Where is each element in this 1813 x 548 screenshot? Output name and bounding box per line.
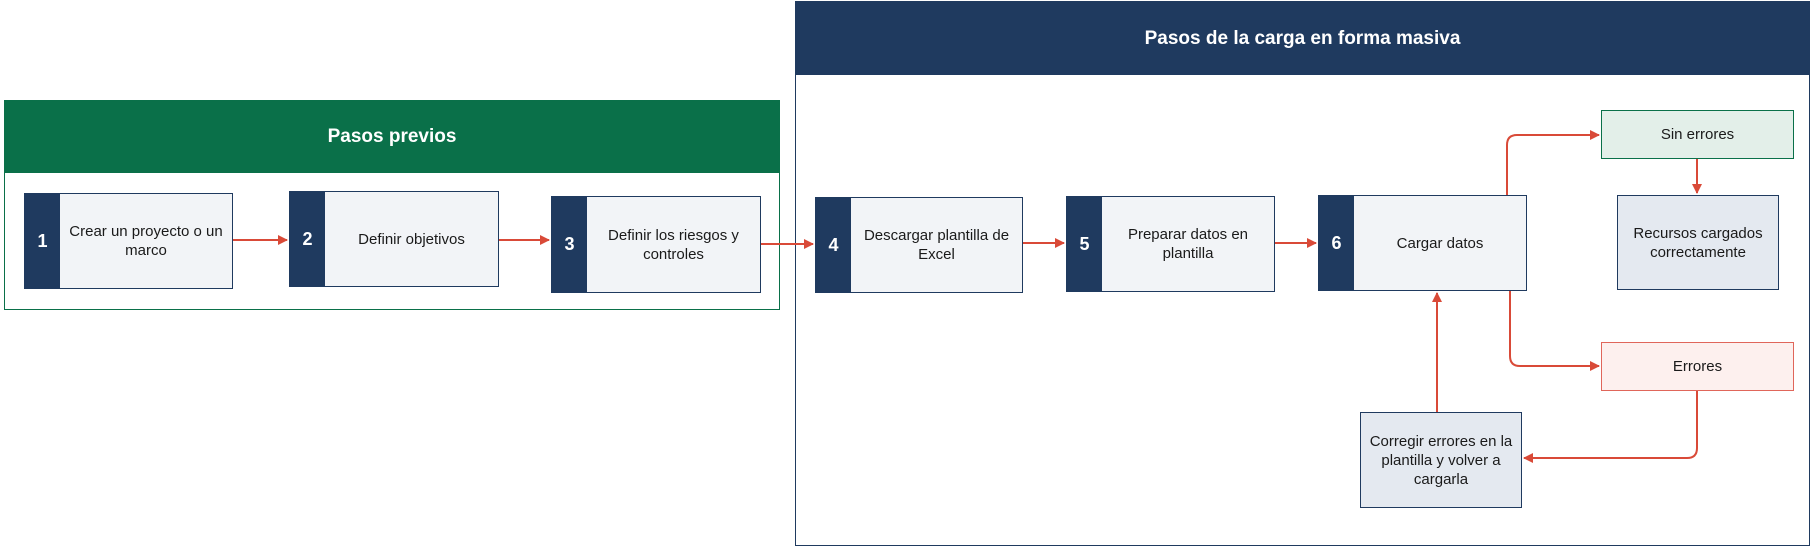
step-2-number: 2 <box>290 192 325 286</box>
previous-steps-title: Pasos previos <box>327 126 457 147</box>
step-6-card: 6 Cargar datos <box>1318 195 1527 291</box>
step-2-card: 2 Definir objetivos <box>289 191 499 287</box>
bulk-upload-header: Pasos de la carga en forma masiva <box>796 2 1809 75</box>
step-6-number: 6 <box>1319 196 1354 290</box>
errors-box: Errores <box>1601 342 1794 391</box>
step-4-number: 4 <box>816 198 851 292</box>
step-4-card: 4 Descargar plantilla de Excel <box>815 197 1023 293</box>
bulk-upload-title: Pasos de la carga en forma masiva <box>1144 27 1461 49</box>
step-6-label: Cargar datos <box>1396 234 1484 252</box>
step-1-card: 1 Crear un proyecto o un marco <box>24 193 233 289</box>
step-1-label: Crear un proyecto o un marco <box>69 223 223 259</box>
step-3-number: 3 <box>552 197 587 292</box>
step-3-card: 3 Definir los riesgos y controles <box>551 196 761 293</box>
step-5-card: 5 Preparar datos en plantilla <box>1066 196 1275 292</box>
fix-errors-box: Corregir errores en la plantilla y volve… <box>1360 412 1522 508</box>
step-3-label: Definir los riesgos y controles <box>608 226 739 263</box>
previous-steps-header: Pasos previos <box>5 101 779 173</box>
loaded-ok-box: Recursos cargados correctamente <box>1617 195 1779 290</box>
step-4-label: Descargar plantilla de Excel <box>863 227 1010 263</box>
no-errors-box: Sin errores <box>1601 110 1794 159</box>
step-5-number: 5 <box>1067 197 1102 291</box>
step-1-number: 1 <box>25 194 60 288</box>
step-2-label: Definir objetivos <box>358 230 465 248</box>
step-5-label: Preparar datos en plantilla <box>1127 226 1249 262</box>
